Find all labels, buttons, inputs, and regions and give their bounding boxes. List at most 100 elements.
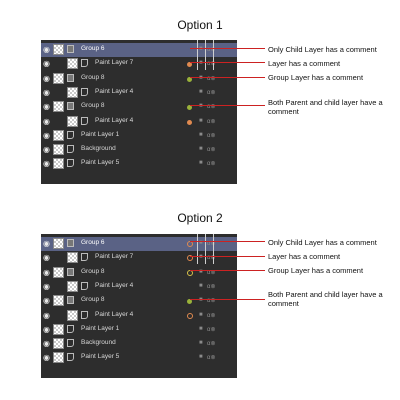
eye-icon[interactable]: ◉ <box>43 130 50 140</box>
lock-icon[interactable]: ■ <box>199 60 203 67</box>
layer-name[interactable]: Paint Layer 4 <box>95 281 134 289</box>
alpha-icon[interactable]: α⊗ <box>207 61 216 68</box>
eye-icon[interactable]: ◉ <box>43 296 50 306</box>
lock-icon[interactable]: ■ <box>199 160 203 167</box>
lock-icon[interactable]: ■ <box>199 131 203 138</box>
alpha-icon[interactable]: α⊗ <box>207 104 216 111</box>
alpha-icon[interactable]: α⊗ <box>207 118 216 125</box>
layer-row[interactable]: ◉ Group 8 ■ α⊗ <box>41 100 237 114</box>
lock-icon[interactable]: ■ <box>199 117 203 124</box>
layer-name[interactable]: Background <box>81 145 116 153</box>
layer-name[interactable]: Paint Layer 5 <box>81 159 120 167</box>
layer-row[interactable]: ◉ Background ■ α⊗ <box>41 143 237 157</box>
layer-row[interactable]: ◉ Paint Layer 4 ■ α⊗ <box>41 280 237 294</box>
layer-name[interactable]: Paint Layer 7 <box>95 253 134 261</box>
eye-icon[interactable]: ◉ <box>43 87 50 97</box>
comment-marker-icon[interactable] <box>187 105 192 111</box>
eye-icon[interactable]: ◉ <box>43 73 50 83</box>
alpha-icon[interactable]: α⊗ <box>207 341 216 348</box>
eye-icon[interactable]: ◉ <box>43 281 50 291</box>
layer-row[interactable]: ◉ Background ■ α⊗ <box>41 337 237 351</box>
layer-row[interactable]: ◉ Paint Layer 4 ■ α⊗ <box>41 309 237 323</box>
alpha-icon[interactable]: α⊗ <box>207 132 216 139</box>
comment-marker-icon[interactable] <box>187 299 192 305</box>
comment-marker-icon[interactable] <box>187 255 193 262</box>
layer-name[interactable]: Paint Layer 1 <box>81 130 120 138</box>
lock-icon[interactable]: ■ <box>199 88 203 95</box>
eye-icon[interactable]: ◉ <box>43 339 50 349</box>
eye-icon[interactable]: ◉ <box>43 324 50 334</box>
lock-icon[interactable]: ■ <box>199 46 203 52</box>
lock-icon[interactable]: ■ <box>199 282 203 289</box>
alpha-icon[interactable]: α⊗ <box>207 298 216 305</box>
layer-row[interactable]: ◉ Paint Layer 1 ■ α⊗ <box>41 129 237 143</box>
layer-row[interactable]: ◉ Paint Layer 7 ■ α⊗ <box>41 251 237 265</box>
layer-row[interactable]: ◉ Paint Layer 5 ■ α⊗ <box>41 351 237 365</box>
layer-name[interactable]: Paint Layer 4 <box>95 116 134 124</box>
eye-icon[interactable]: ◉ <box>43 116 50 126</box>
eye-icon[interactable]: ◉ <box>43 45 50 54</box>
comment-marker-icon[interactable] <box>187 76 192 82</box>
alpha-icon[interactable]: α⊗ <box>207 89 216 96</box>
layer-name[interactable]: Group 8 <box>81 73 105 81</box>
comment-marker-icon[interactable] <box>187 62 192 68</box>
layer-name[interactable]: Group 6 <box>81 239 105 246</box>
paint-layer-icon <box>81 281 88 290</box>
note-group-comment: Group Layer has a comment <box>268 73 364 82</box>
eye-icon[interactable]: ◉ <box>43 267 50 277</box>
eye-icon[interactable]: ◉ <box>43 145 50 155</box>
layer-row[interactable]: ◉Group 8■α⊗ <box>41 72 237 86</box>
alpha-icon[interactable]: α⊗ <box>207 355 216 362</box>
layer-row[interactable]: ◉ Group 8 ■ α⊗ <box>41 294 237 308</box>
layer-name[interactable]: Group 8 <box>81 296 105 304</box>
layer-row[interactable]: ◉ Paint Layer 1 ■ α⊗ <box>41 323 237 337</box>
lock-icon[interactable]: ■ <box>199 254 203 261</box>
lock-icon[interactable]: ■ <box>199 268 203 275</box>
layer-name[interactable]: Paint Layer 1 <box>81 324 120 332</box>
lock-icon[interactable]: ■ <box>199 297 203 304</box>
eye-icon[interactable]: ◉ <box>43 253 50 263</box>
comment-marker-icon[interactable] <box>187 119 192 125</box>
eye-icon[interactable]: ◉ <box>43 59 50 69</box>
layer-row[interactable]: ◉ Group 6 ■ α⊗ <box>41 237 237 251</box>
lock-icon[interactable]: ■ <box>199 340 203 347</box>
alpha-icon[interactable]: α⊗ <box>207 241 216 247</box>
layer-name[interactable]: Paint Layer 7 <box>95 59 134 67</box>
alpha-icon[interactable]: α⊗ <box>207 47 216 53</box>
layer-row[interactable]: ◉ Paint Layer 7 ■ α⊗ <box>41 57 237 71</box>
lock-icon[interactable]: ■ <box>199 240 203 246</box>
layer-name[interactable]: Paint Layer 4 <box>95 310 134 318</box>
alpha-icon[interactable]: α⊗ <box>207 326 216 333</box>
eye-icon[interactable]: ◉ <box>43 159 50 169</box>
alpha-icon[interactable]: α⊗ <box>207 312 216 319</box>
layer-row[interactable]: ◉ Paint Layer 5 ■ α⊗ <box>41 157 237 171</box>
eye-icon[interactable]: ◉ <box>43 102 50 112</box>
eye-icon[interactable]: ◉ <box>43 353 50 363</box>
layer-name[interactable]: Group 6 <box>81 45 105 52</box>
lock-icon[interactable]: ■ <box>199 311 203 318</box>
alpha-icon[interactable]: α⊗ <box>207 147 216 154</box>
lock-icon[interactable]: ■ <box>199 325 203 332</box>
comment-marker-icon[interactable] <box>187 312 193 319</box>
alpha-icon[interactable]: α⊗ <box>207 255 216 262</box>
layer-row[interactable]: ◉ Group 8 ■ α⊗ <box>41 266 237 280</box>
alpha-icon[interactable]: α⊗ <box>207 75 216 82</box>
layer-name[interactable]: Background <box>81 339 116 347</box>
alpha-icon[interactable]: α⊗ <box>207 269 216 276</box>
layer-row[interactable]: ◉ Paint Layer 4 ■ α⊗ <box>41 86 237 100</box>
layer-name[interactable]: Paint Layer 4 <box>95 87 134 95</box>
alpha-icon[interactable]: α⊗ <box>207 161 216 168</box>
note-child-comment: Only Child Layer has a comment <box>268 45 377 54</box>
eye-icon[interactable]: ◉ <box>43 310 50 320</box>
alpha-icon[interactable]: α⊗ <box>207 283 216 290</box>
lock-icon[interactable]: ■ <box>199 103 203 110</box>
lock-icon[interactable]: ■ <box>199 146 203 153</box>
layer-row[interactable]: ◉ Paint Layer 4 ■ α⊗ <box>41 115 237 129</box>
layer-name[interactable]: Paint Layer 5 <box>81 353 120 361</box>
layer-name[interactable]: Group 8 <box>81 267 105 275</box>
layer-name[interactable]: Group 8 <box>81 102 105 110</box>
lock-icon[interactable]: ■ <box>199 354 203 361</box>
eye-icon[interactable]: ◉ <box>43 239 50 248</box>
layer-row[interactable]: ◉ Group 6 ■ α⊗ <box>41 43 237 57</box>
group-layer-icon <box>67 102 74 111</box>
